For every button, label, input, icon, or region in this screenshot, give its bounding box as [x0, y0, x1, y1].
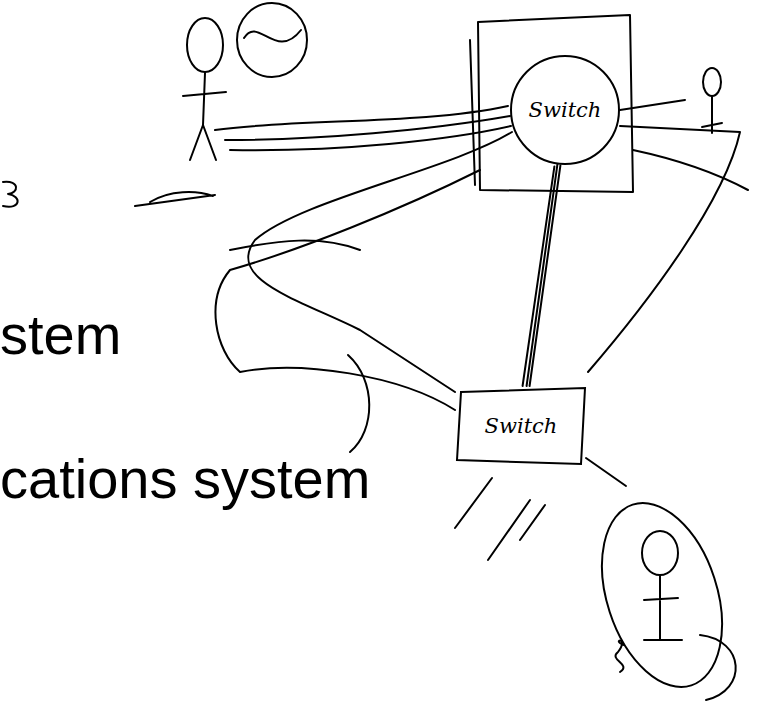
slide-text: cations system — [0, 447, 370, 511]
outline-shape — [457, 388, 585, 464]
link-line — [523, 164, 561, 386]
switch-circle: Switch — [510, 55, 620, 165]
slide-text: stem — [0, 303, 121, 367]
outline-shape — [511, 56, 619, 164]
node-text: Switch — [483, 414, 560, 438]
node-text: Switch — [527, 98, 604, 122]
switch-box: Switch — [455, 386, 587, 466]
